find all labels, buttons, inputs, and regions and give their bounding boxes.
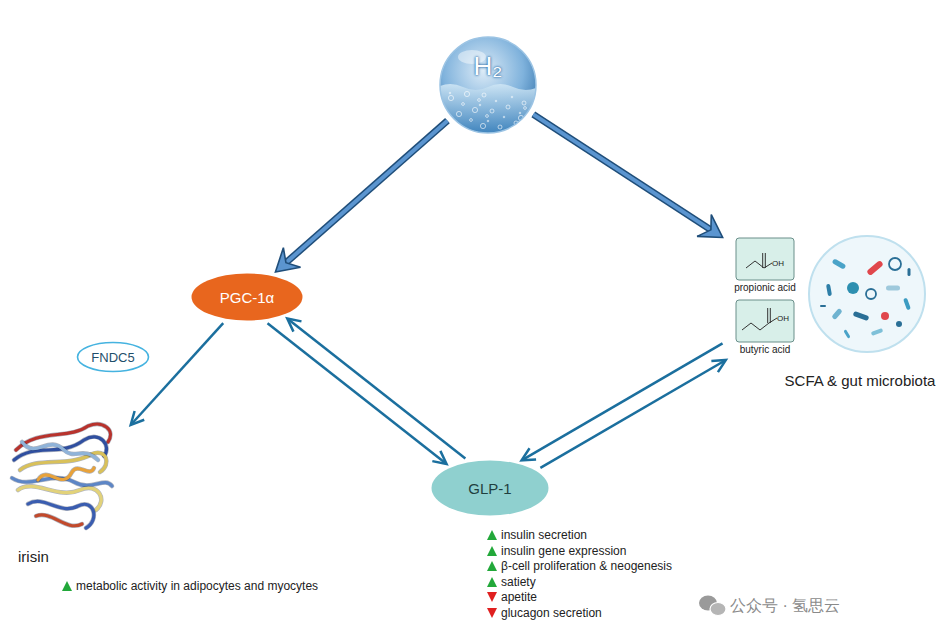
arrowhead [287, 318, 301, 331]
effect-text: satiety [501, 575, 536, 589]
bacterium [889, 258, 901, 270]
label-row: insulin gene expression [487, 544, 626, 558]
microbiota-circle [772, 232, 948, 356]
label-row: apetite [487, 590, 537, 604]
connector [523, 343, 722, 459]
effect-text: glucagon secretion [501, 606, 602, 620]
acid-node: OH propionic acid [726, 236, 804, 294]
node-label: PGC-1α [220, 289, 275, 306]
increase-triangle [487, 530, 497, 540]
label-row: β-cell proliferation & neogenesis [487, 559, 672, 573]
watermark: 公众号 · 氢思云 [730, 596, 840, 617]
arrowhead [697, 215, 723, 238]
effect-text: metabolic activity in adipocytes and myo… [76, 579, 318, 593]
bacterium [847, 282, 859, 294]
ribbon-strand [36, 515, 82, 526]
oval-node: PGC-1α [190, 272, 304, 322]
bacterium [853, 311, 870, 321]
formula-box [736, 300, 794, 342]
ribbon-strand [38, 468, 94, 480]
sphere-node: H₂ [438, 35, 538, 135]
group-caption: SCFA & gut microbiota [772, 372, 948, 389]
water-body [438, 84, 538, 135]
formula-box [736, 238, 794, 280]
connector-outline [286, 121, 448, 263]
acid-node: OH butyric acid [726, 298, 804, 358]
label-row: metabolic activity in adipocytes and myo… [62, 579, 318, 593]
increase-triangle [487, 561, 497, 571]
protein-node: irisin [8, 420, 128, 568]
bacterium [886, 286, 900, 291]
acid-name: butyric acid [726, 344, 804, 355]
ribbon-strand [22, 442, 98, 460]
protein-name: irisin [18, 548, 49, 565]
bacterium [903, 298, 911, 311]
acid-name: propionic acid [726, 282, 804, 293]
connector [540, 361, 724, 468]
connector [132, 323, 223, 423]
arrowhead [432, 451, 446, 464]
wechat-icon [699, 596, 726, 616]
increase-triangle [487, 577, 497, 587]
effect-text: apetite [501, 590, 537, 604]
bacterium [820, 305, 826, 307]
label-row: insulin secretion [487, 528, 587, 542]
increase-triangle [487, 546, 497, 556]
sphere-label: H₂ [474, 51, 503, 81]
effect-text: insulin gene expression [501, 544, 626, 558]
bacterium [826, 284, 832, 297]
bacterium [871, 328, 884, 336]
node-label: FNDC5 [91, 350, 134, 365]
arrowhead [275, 248, 300, 272]
bond-lines [742, 308, 777, 330]
decrease-triangle [487, 608, 497, 618]
decrease-triangle [487, 592, 497, 602]
label-row: 公众号 · 氢思云 [730, 596, 840, 617]
effect-text: insulin secretion [501, 528, 587, 542]
connector-outline [533, 114, 711, 229]
hydroxyl-label: OH [777, 314, 789, 323]
connector [267, 323, 444, 463]
label-row: glucagon secretion [487, 606, 602, 620]
hydroxyl-label: OH [772, 259, 784, 268]
connector [286, 121, 448, 263]
bacterium [832, 258, 847, 269]
arrowhead [711, 360, 726, 372]
oval-node: GLP-1 [430, 459, 550, 517]
ribbon-strand [14, 437, 107, 460]
bacterium [866, 260, 884, 276]
hydrogen-water-sphere [438, 35, 538, 135]
bacterium [896, 321, 902, 327]
connector [533, 114, 711, 229]
bond-lines [746, 253, 772, 268]
ribbon-strand [28, 501, 94, 528]
bacterium [908, 268, 911, 276]
oval-node: FNDC5 [76, 341, 150, 373]
node-label: GLP-1 [468, 480, 511, 497]
arrowhead [131, 411, 145, 425]
label-row: satiety [487, 575, 536, 589]
bacterium [843, 329, 850, 338]
micro-node: SCFA & gut microbiota [772, 232, 948, 394]
bacterium [881, 312, 889, 320]
irisin-structure [8, 420, 128, 538]
arrowhead [522, 448, 537, 460]
increase-triangle [62, 581, 72, 591]
connector [289, 320, 466, 459]
bacterium [831, 308, 843, 320]
effect-text: β-cell proliferation & neogenesis [501, 559, 672, 573]
bacterium [866, 289, 876, 299]
